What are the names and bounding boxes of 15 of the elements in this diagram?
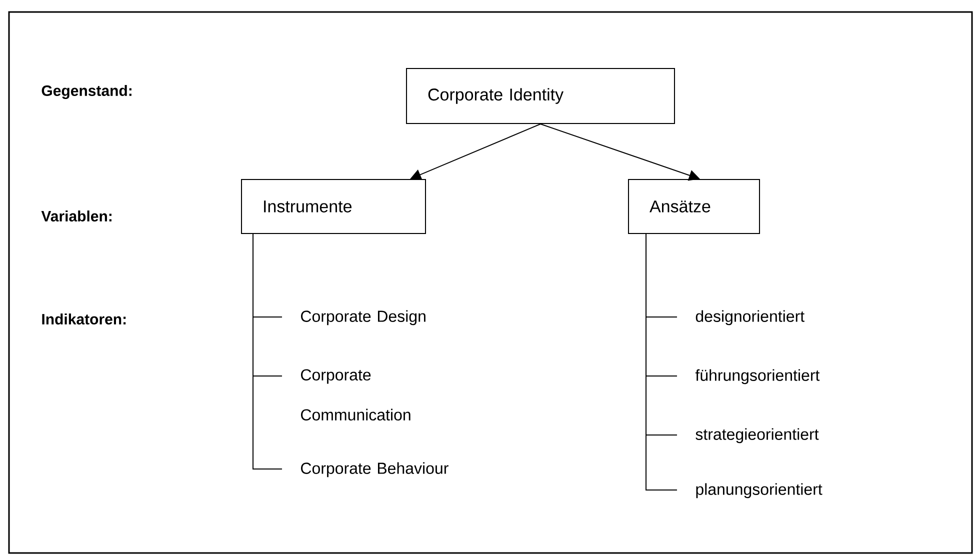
indicator-text: planungsorientiert (696, 483, 822, 498)
indicator-text: Corporate Design (301, 310, 426, 326)
process-box: Instrumente (241, 179, 426, 234)
process-box: Ansätze (628, 179, 760, 234)
indicator-text: Corporate Behaviour (301, 462, 448, 478)
indicator-text: führungsorientiert (695, 369, 820, 384)
connector-line (646, 234, 678, 490)
indicator-text: strategieorientiert (696, 428, 819, 444)
row-label: Indikatoren: (42, 314, 126, 324)
connector-line (252, 234, 282, 470)
process-box: Corporate Identity (406, 68, 675, 124)
row-label: Variablen: (41, 210, 112, 222)
indicator-text: designorientiert (696, 310, 804, 326)
row-label: Gegenstand: (42, 84, 132, 100)
indicator-text: Corporate Communication (301, 369, 410, 421)
